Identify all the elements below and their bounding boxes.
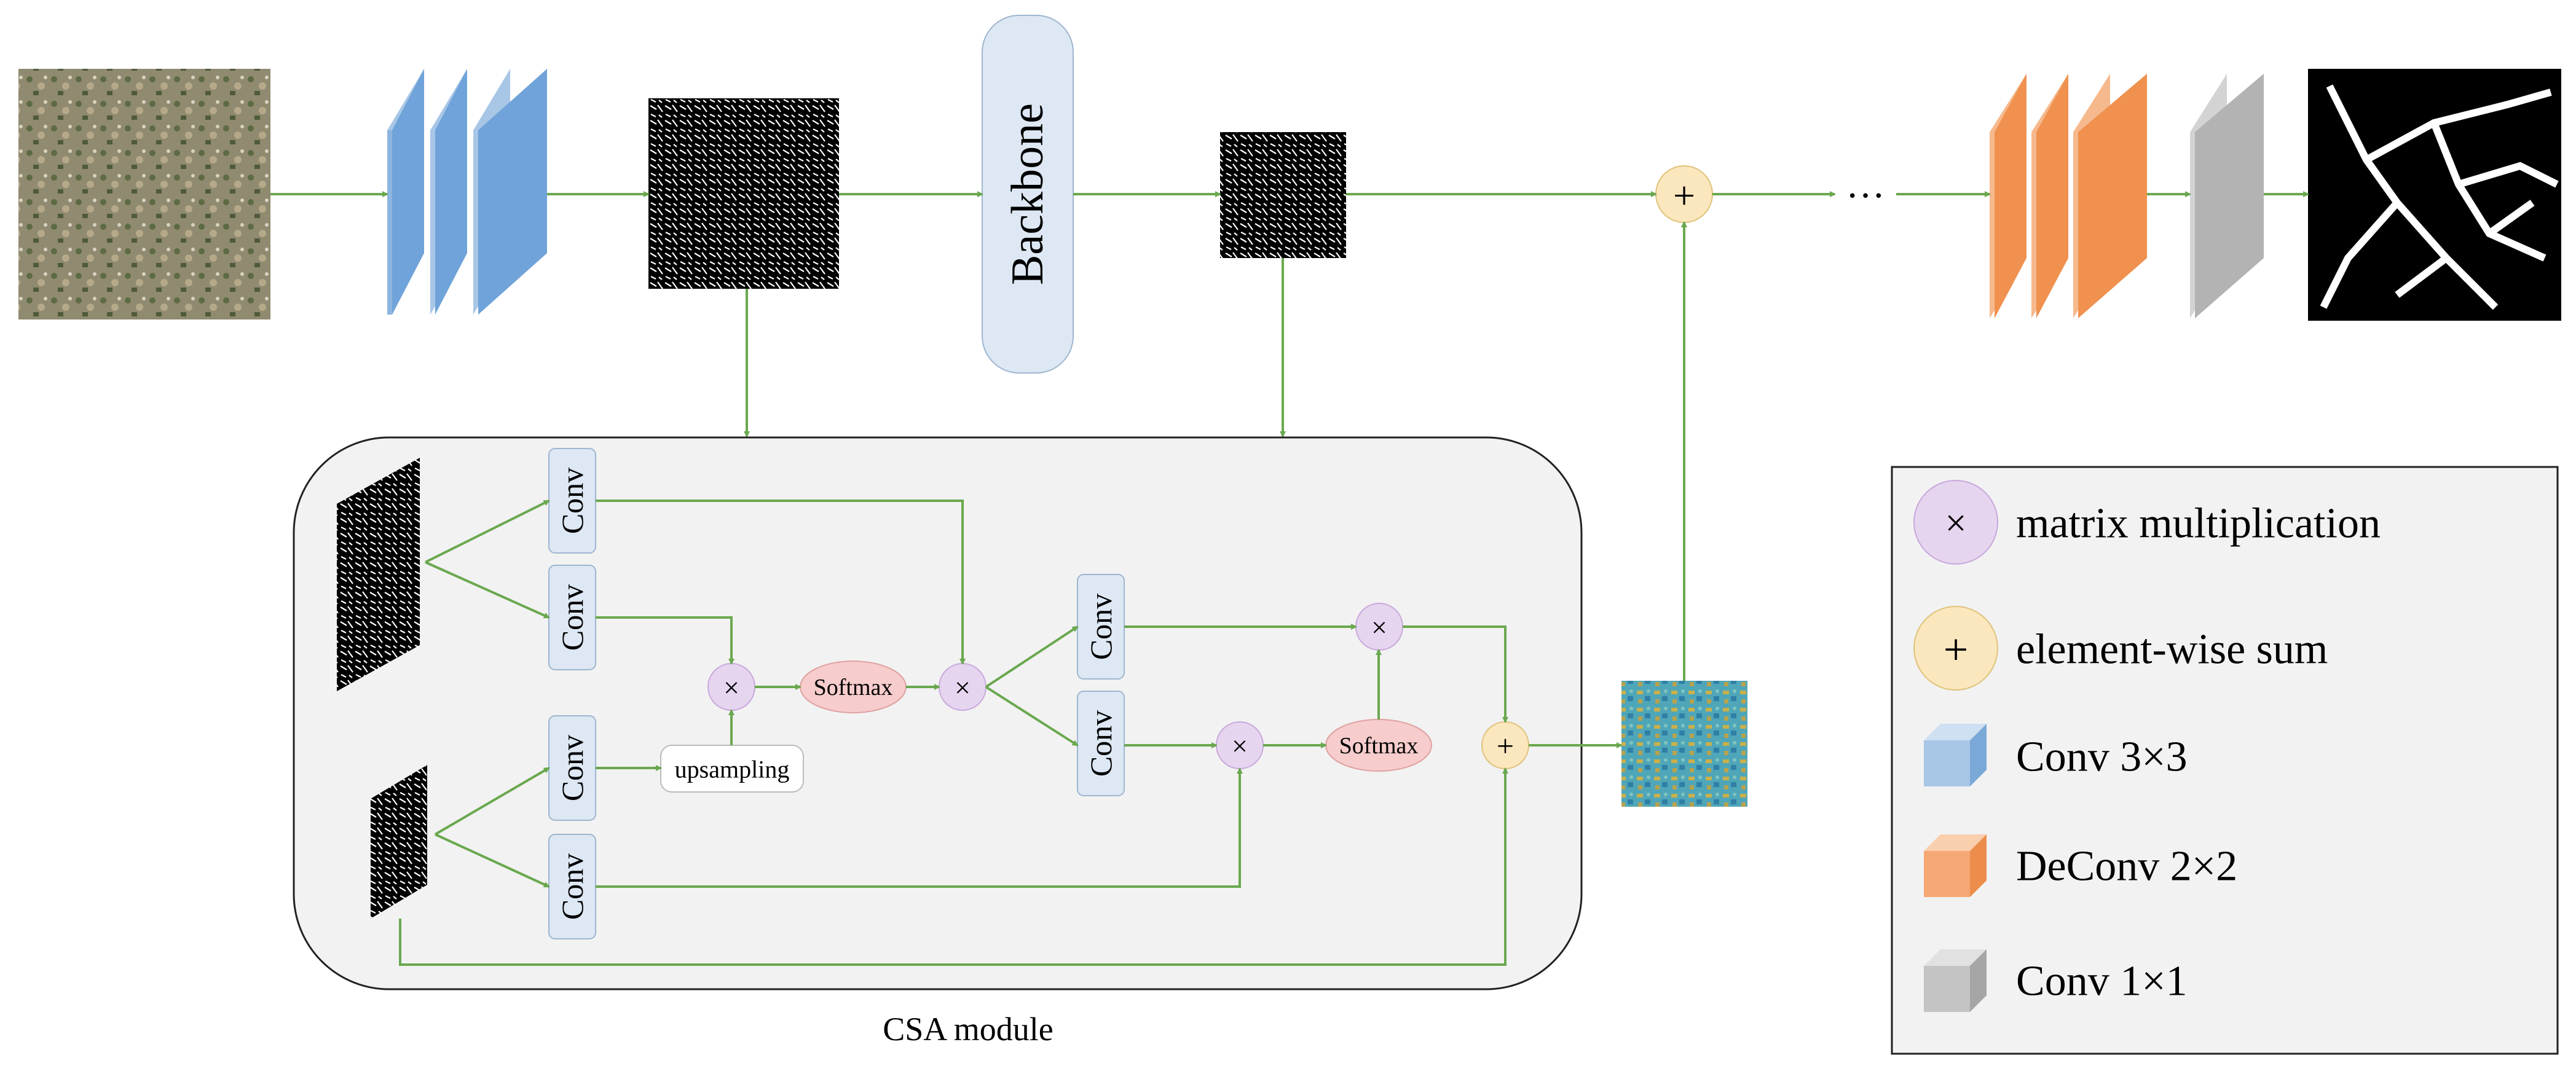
- svg-text:Conv: Conv: [555, 584, 589, 651]
- feature-map-2: [1220, 132, 1346, 258]
- mult-node: ×: [707, 663, 755, 711]
- top-pipeline: Backbone + ···: [18, 15, 2561, 681]
- svg-text:Conv: Conv: [555, 468, 589, 534]
- times-circle-icon: [1913, 480, 1998, 565]
- csa-module-frame: [293, 436, 1583, 990]
- csa-module-caption: CSA module: [883, 1011, 1054, 1048]
- svg-text:upsampling: upsampling: [675, 756, 790, 783]
- blue-cube-icon: [1924, 724, 1987, 786]
- svg-text:Conv: Conv: [1084, 594, 1118, 660]
- conv-box: Conv: [548, 715, 596, 821]
- svg-text:Conv: Conv: [555, 853, 589, 920]
- csa-module: Conv Conv Conv Conv Conv Conv upsampling: [293, 436, 1623, 1048]
- conv-box: Conv: [548, 834, 596, 939]
- csa-input-feature-2: [371, 765, 427, 919]
- legend-box: [1891, 466, 2559, 1055]
- legend-item-element-wise-sum: + element-wise sum: [1913, 606, 2328, 691]
- attention-output-map: [1621, 681, 1747, 807]
- svg-text:×: ×: [723, 672, 739, 704]
- deconv2x2-layer: [2031, 74, 2068, 318]
- legend-label: matrix multiplication: [2016, 500, 2381, 547]
- legend: × matrix multiplication + element-wise s…: [1891, 466, 2559, 1055]
- conv-box: Conv: [548, 565, 596, 670]
- softmax-node: Softmax: [1325, 719, 1432, 772]
- svg-text:+: +: [1944, 625, 1969, 674]
- conv3x3-layer: [430, 69, 467, 315]
- deconv2x2-layer: [1990, 74, 2027, 318]
- conv3x3-layer: [387, 69, 424, 315]
- plus-circle-icon: [1913, 606, 1998, 691]
- input-aerial-image: [18, 69, 270, 319]
- svg-text:+: +: [1497, 729, 1514, 763]
- top-sum-symbol: +: [1673, 174, 1695, 218]
- gray-cube-icon: [1924, 949, 1987, 1012]
- svg-text:Conv: Conv: [1084, 710, 1118, 777]
- upsampling-box: upsampling: [660, 745, 804, 793]
- legend-item-deconv2x2: DeConv 2×2: [1924, 834, 2237, 897]
- legend-label: Conv 1×1: [2016, 958, 2188, 1005]
- conv-box: Conv: [548, 448, 596, 554]
- svg-text:×: ×: [1232, 731, 1248, 762]
- softmax-node: Softmax: [800, 660, 907, 713]
- svg-text:Softmax: Softmax: [1339, 733, 1419, 759]
- backbone-label: Backbone: [1002, 103, 1053, 285]
- svg-text:Conv: Conv: [555, 735, 589, 801]
- svg-text:×: ×: [1945, 503, 1967, 544]
- deconv2x2-layer: [2073, 74, 2147, 318]
- ellipsis: ···: [1846, 174, 1885, 218]
- conv1x1-layer: [2190, 74, 2264, 318]
- conv-box: Conv: [1077, 691, 1125, 796]
- feature-map-1: [648, 98, 839, 289]
- deconv2x2-block-group: [1990, 74, 2147, 318]
- svg-text:×: ×: [1371, 612, 1387, 643]
- conv3x3-layer: [473, 69, 547, 315]
- conv3x3-block-group: [387, 69, 547, 315]
- legend-item-conv3x3: Conv 3×3: [1924, 724, 2188, 786]
- mult-node: ×: [939, 663, 987, 711]
- legend-item-conv1x1: Conv 1×1: [1924, 949, 2188, 1012]
- conv-box: Conv: [1077, 574, 1125, 680]
- orange-cube-icon: [1924, 834, 1987, 897]
- csa-sum-node: +: [1481, 721, 1529, 769]
- legend-label: Conv 3×3: [2016, 734, 2188, 781]
- legend-item-matrix-multiplication: × matrix multiplication: [1913, 480, 2381, 565]
- svg-text:Softmax: Softmax: [814, 675, 893, 700]
- csa-input-feature-1: [337, 458, 420, 691]
- svg-text:×: ×: [955, 672, 971, 704]
- legend-label: element-wise sum: [2016, 626, 2328, 673]
- road-segmentation-output: [2308, 69, 2561, 321]
- mult-node: ×: [1216, 721, 1264, 769]
- csa-arrows: [399, 500, 1623, 966]
- mult-node: ×: [1355, 603, 1403, 651]
- legend-label: DeConv 2×2: [2016, 843, 2237, 890]
